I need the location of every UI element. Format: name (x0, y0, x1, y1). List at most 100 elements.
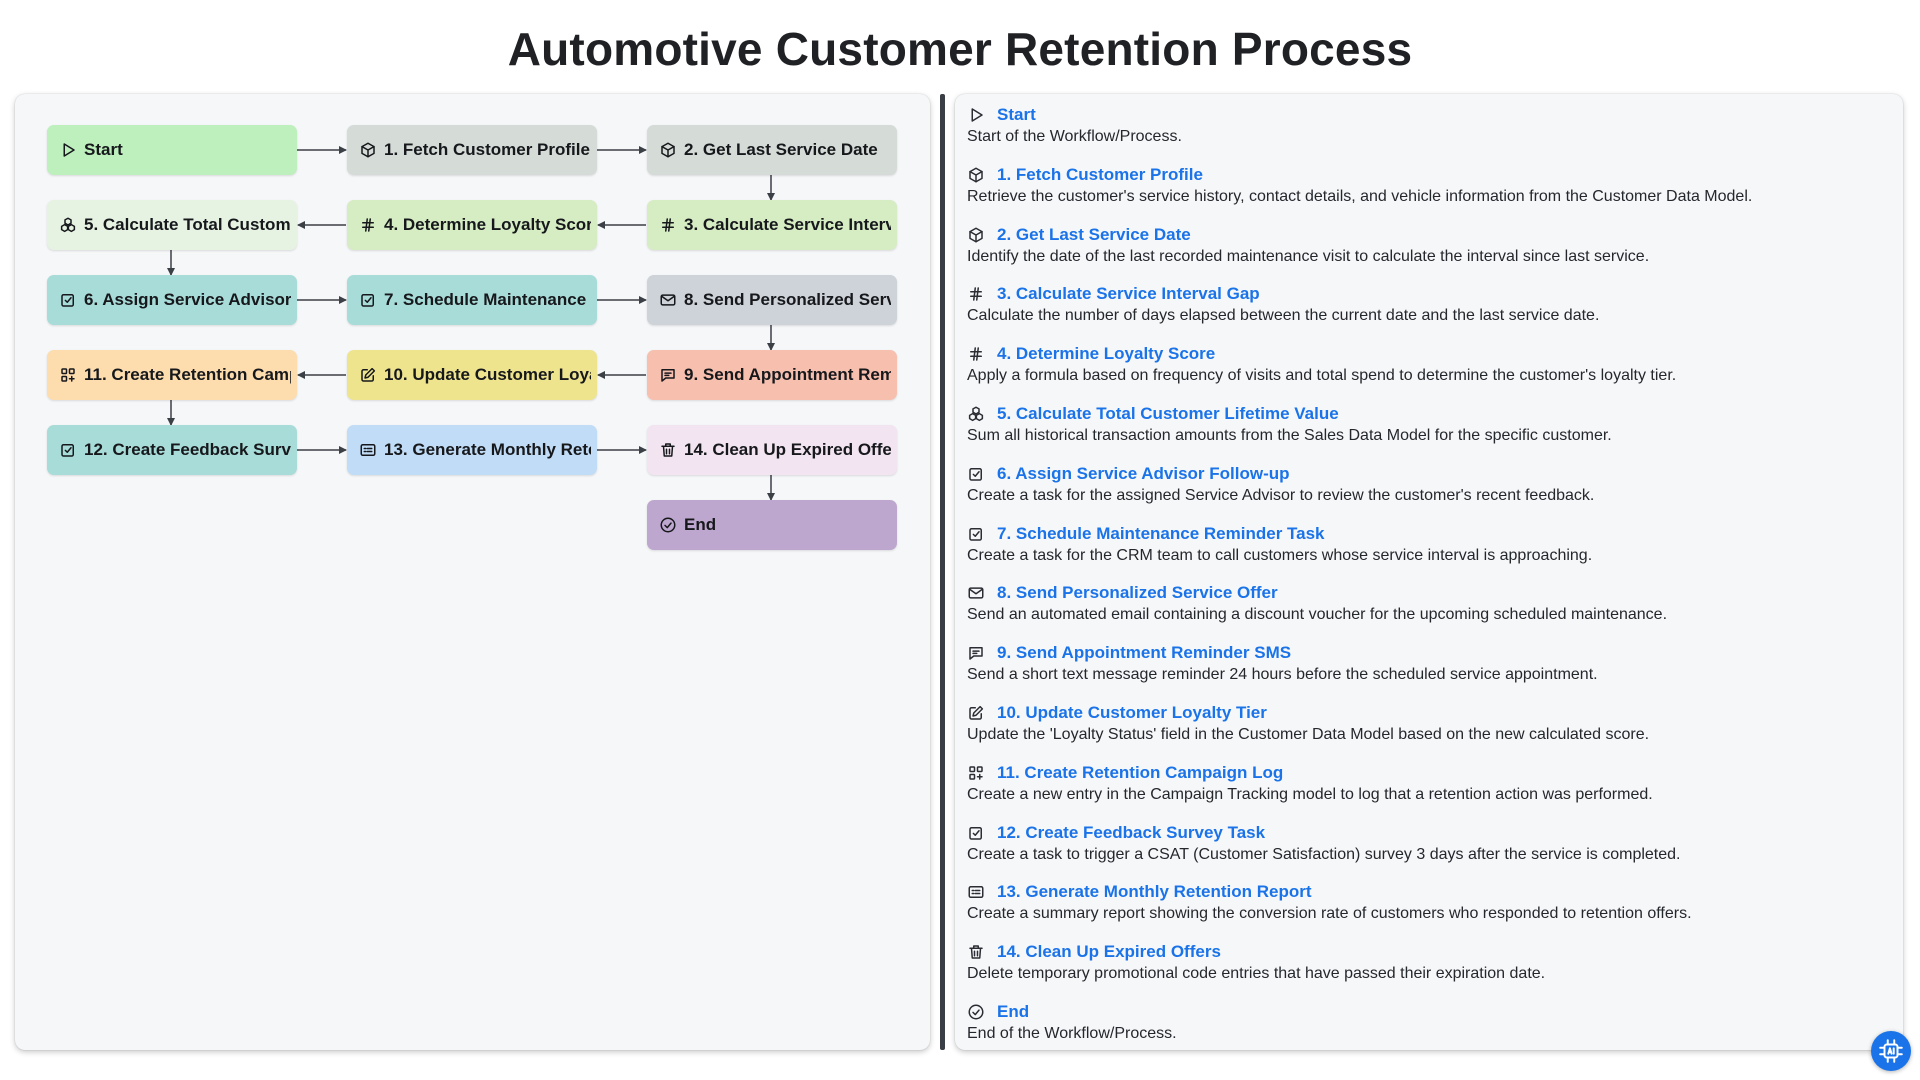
node-label: 14. Clean Up Expired Offers (684, 440, 891, 459)
node-label: 8. Send Personalized Service Offer (684, 290, 891, 309)
node-n4[interactable]: 4. Determine Loyalty Score (347, 200, 597, 250)
assistant-button[interactable] (1871, 1031, 1911, 1071)
step-description: Create a task for the CRM team to call c… (967, 546, 1593, 564)
node-n6[interactable]: 6. Assign Service Advisor Follow-up (47, 275, 297, 325)
step-item: 5. Calculate Total Customer Lifetime Val… (967, 403, 1887, 446)
step-title[interactable]: Start (997, 105, 1036, 124)
checkbox-icon (359, 291, 377, 309)
panel-divider[interactable] (940, 94, 945, 1050)
step-item: 9. Send Appointment Reminder SMS Send a s… (967, 642, 1887, 685)
play-icon (967, 106, 985, 124)
step-heading[interactable]: 7. Schedule Maintenance Reminder Task (967, 523, 1887, 545)
step-title[interactable]: 5. Calculate Total Customer Lifetime Val… (997, 404, 1339, 423)
step-heading[interactable]: Start (967, 104, 1887, 126)
checkbox-icon (967, 824, 985, 842)
node-n14[interactable]: 14. Clean Up Expired Offers (647, 425, 897, 475)
node-n13[interactable]: 13. Generate Monthly Retention Report (347, 425, 597, 475)
cube-icon (967, 166, 985, 184)
node-label: 9. Send Appointment Reminder SMS (684, 365, 891, 384)
step-heading[interactable]: 9. Send Appointment Reminder SMS (967, 642, 1887, 664)
step-heading[interactable]: 12. Create Feedback Survey Task (967, 822, 1887, 844)
checkbox-icon (967, 465, 985, 483)
edit-icon (359, 366, 377, 384)
step-description: Update the 'Loyalty Status' field in the… (967, 726, 1650, 743)
step-description: Send an automated email containing a dis… (967, 606, 1668, 624)
node-n12[interactable]: 12. Create Feedback Survey Task (47, 425, 297, 475)
step-heading[interactable]: 14. Clean Up Expired Offers (967, 941, 1887, 963)
step-title[interactable]: 13. Generate Monthly Retention Report (997, 882, 1312, 902)
mail-icon (659, 291, 677, 309)
check-circle-icon (967, 1003, 985, 1021)
node-n9[interactable]: 9. Send Appointment Reminder SMS (647, 350, 897, 400)
report-icon (967, 883, 985, 901)
node-label: 12. Create Feedback Survey Task (84, 440, 291, 459)
node-n3[interactable]: 3. Calculate Service Interval Gap (647, 200, 897, 250)
node-label: 2. Get Last Service Date (684, 140, 878, 159)
node-n2[interactable]: 2. Get Last Service Date (647, 125, 897, 175)
hash-icon (359, 216, 377, 234)
step-heading[interactable]: 1. Fetch Customer Profile (967, 164, 1887, 186)
step-title[interactable]: 12. Create Feedback Survey Task (997, 822, 1266, 842)
trash-icon (967, 943, 985, 961)
step-title[interactable]: 3. Calculate Service Interval Gap (997, 284, 1260, 304)
step-heading[interactable]: End (967, 1001, 1887, 1023)
step-heading[interactable]: 8. Send Personalized Service Offer (967, 582, 1887, 604)
step-title[interactable]: 14. Clean Up Expired Offers (997, 942, 1221, 962)
step-title[interactable]: 7. Schedule Maintenance Reminder Task (997, 523, 1325, 543)
node-label: End (684, 515, 717, 534)
node-n11[interactable]: 11. Create Retention Campaign Log (47, 350, 297, 400)
step-title[interactable]: 1. Fetch Customer Profile (997, 164, 1203, 184)
node-n10[interactable]: 10. Update Customer Loyalty Tier (347, 350, 597, 400)
checkbox-icon (59, 441, 77, 459)
node-n8[interactable]: 8. Send Personalized Service Offer (647, 275, 897, 325)
edit-icon (967, 704, 985, 722)
step-description: Identify the date of the last recorded m… (967, 247, 1650, 265)
step-description: Retrieve the customer's service history,… (967, 187, 1753, 205)
message-icon (659, 366, 677, 384)
step-heading[interactable]: 5. Calculate Total Customer Lifetime Val… (967, 403, 1887, 425)
cube-icon (967, 226, 985, 244)
step-title[interactable]: 8. Send Personalized Service Offer (997, 583, 1278, 603)
step-heading[interactable]: 4. Determine Loyalty Score (967, 343, 1887, 365)
step-description: Calculate the number of days elapsed bet… (967, 307, 1600, 325)
step-title[interactable]: 11. Create Retention Campaign Log (997, 762, 1284, 782)
step-title[interactable]: End (997, 1002, 1030, 1021)
node-label: 6. Assign Service Advisor Follow-up (84, 290, 291, 309)
node-label: 1. Fetch Customer Profile (384, 140, 590, 159)
step-description: Create a task for the assigned Service A… (967, 486, 1595, 504)
node-label: 5. Calculate Total Customer Lifetime Val… (84, 215, 291, 234)
step-title[interactable]: 4. Determine Loyalty Score (997, 344, 1216, 364)
step-heading[interactable]: 2. Get Last Service Date (967, 224, 1887, 246)
node-start[interactable]: Start (47, 125, 297, 175)
step-heading[interactable]: 11. Create Retention Campaign Log (967, 762, 1887, 784)
mail-icon (967, 584, 985, 602)
step-title[interactable]: 6. Assign Service Advisor Follow-up (997, 463, 1290, 483)
node-end[interactable]: End (647, 500, 897, 550)
node-n1[interactable]: 1. Fetch Customer Profile (347, 125, 597, 175)
grid-add-icon (967, 764, 985, 782)
trash-icon (659, 441, 677, 459)
step-heading[interactable]: 10. Update Customer Loyalty Tier (967, 702, 1887, 724)
node-label: 4. Determine Loyalty Score (384, 215, 591, 234)
node-label: Start (84, 140, 123, 159)
step-title[interactable]: 2. Get Last Service Date (997, 224, 1191, 244)
node-label: 11. Create Retention Campaign Log (84, 365, 291, 384)
node-n5[interactable]: 5. Calculate Total Customer Lifetime Val… (47, 200, 297, 250)
step-title[interactable]: 9. Send Appointment Reminder SMS (997, 643, 1292, 663)
step-heading[interactable]: 13. Generate Monthly Retention Report (967, 881, 1887, 903)
step-heading[interactable]: 6. Assign Service Advisor Follow-up (967, 463, 1887, 485)
node-label: 7. Schedule Maintenance Reminder Task (384, 290, 591, 309)
step-description: Send a short text message reminder 24 ho… (967, 666, 1598, 684)
node-n7[interactable]: 7. Schedule Maintenance Reminder Task (347, 275, 597, 325)
step-title[interactable]: 10. Update Customer Loyalty Tier (997, 703, 1267, 722)
step-heading[interactable]: 3. Calculate Service Interval Gap (967, 283, 1887, 305)
